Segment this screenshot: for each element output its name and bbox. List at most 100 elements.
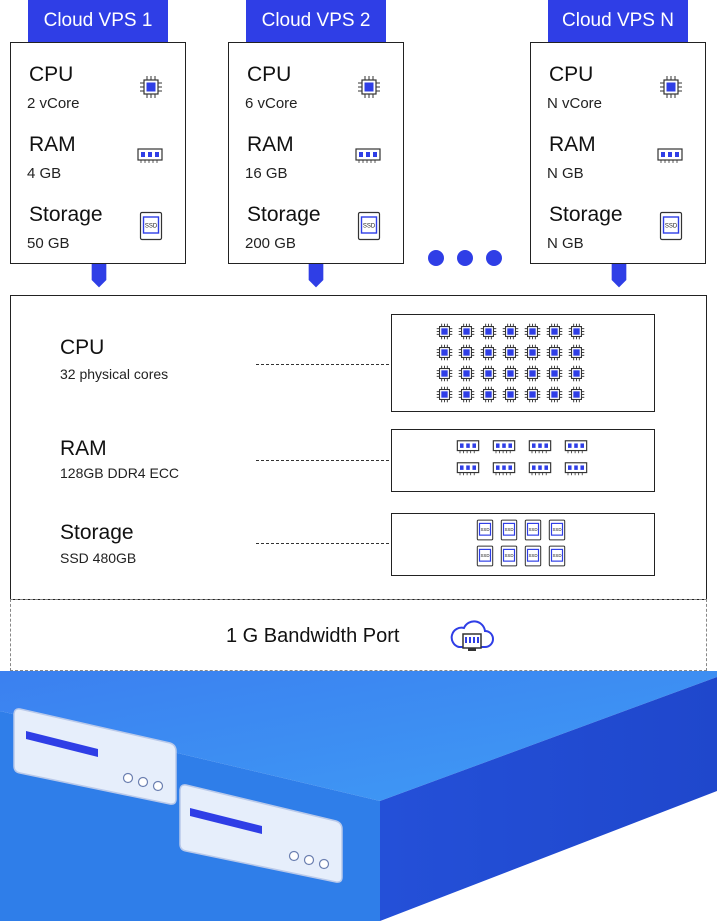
vps-2-ram-value: 16 GB (245, 165, 288, 182)
cpu-chip-icon (480, 365, 497, 382)
ram-module-icon (492, 461, 516, 477)
ssd-drive-icon: SSD (500, 519, 518, 541)
host-storage-value: SSD 480GB (60, 550, 137, 566)
host-ram-label: RAM (60, 437, 107, 460)
svg-text:SSD: SSD (528, 553, 537, 558)
bandwidth-port-section (10, 599, 707, 671)
host-cpu-label: CPU (60, 336, 105, 359)
cpu-chip-icon (480, 386, 497, 403)
server-hardware-illustration (0, 671, 717, 921)
vps-n-storage-value: N GB (547, 235, 584, 252)
more-dot (457, 250, 473, 266)
ram-dashed-connector (256, 460, 389, 461)
vps-1-cpu-value: 2 vCore (27, 95, 80, 112)
ram-module-icon (355, 148, 381, 163)
ssd-drive-icon: SSD (139, 211, 163, 241)
ssd-drive-icon: SSD (476, 545, 494, 567)
svg-text:SSD: SSD (504, 527, 513, 532)
cpu-chip-icon (358, 76, 380, 98)
ram-module-icon (492, 439, 516, 455)
svg-text:SSD: SSD (665, 224, 678, 230)
server-drive-bay (179, 784, 343, 883)
cpu-chip-icon (458, 365, 475, 382)
more-dot (428, 250, 444, 266)
vps-1-storage-value: 50 GB (27, 235, 70, 252)
cpu-chip-icon (524, 365, 541, 382)
cpu-chip-icon (458, 344, 475, 361)
vps-1-storage-label: Storage (29, 203, 103, 226)
vps-2-title: Cloud VPS 2 (246, 0, 386, 42)
cpu-chip-icon (524, 344, 541, 361)
ssd-drive-icon: SSD (500, 545, 518, 567)
cloud-network-port-icon (450, 620, 494, 651)
cpu-chip-icon (568, 323, 585, 340)
vps-n-card: CPU N vCore RAM N GB Storage N GB SSD (530, 42, 706, 264)
svg-text:SSD: SSD (528, 527, 537, 532)
svg-text:SSD: SSD (480, 553, 489, 558)
ssd-drive-icon: SSD (476, 519, 494, 541)
cpu-chip-icon (480, 344, 497, 361)
cpu-chip-icon (546, 386, 563, 403)
cpu-chip-icon (436, 386, 453, 403)
svg-text:SSD: SSD (480, 527, 489, 532)
cpu-chip-icon (502, 344, 519, 361)
cpu-chip-icon (568, 386, 585, 403)
vps-1-title: Cloud VPS 1 (28, 0, 168, 42)
ram-module-icon (657, 148, 683, 163)
vps-2-cpu-label: CPU (247, 63, 292, 86)
server-drive-bay (13, 708, 177, 805)
svg-text:SSD: SSD (145, 224, 158, 230)
vps-2-card: CPU 6 vCore RAM 16 GB Storage 200 GB SSD (228, 42, 404, 264)
ram-module-icon (456, 461, 480, 477)
storage-dashed-connector (256, 543, 389, 544)
cpu-chip-icon (524, 323, 541, 340)
ssd-drive-icon: SSD (659, 211, 683, 241)
vps-2-connector (308, 264, 324, 288)
cpu-chip-icon (568, 344, 585, 361)
ssd-drive-icon: SSD (548, 519, 566, 541)
vps-n-ram-value: N GB (547, 165, 584, 182)
ssd-drive-icon: SSD (548, 545, 566, 567)
vps-2-storage-value: 200 GB (245, 235, 296, 252)
more-dot (486, 250, 502, 266)
vps-1-card: CPU 2 vCore RAM 4 GB Storage 50 GB SSD (10, 42, 186, 264)
vps-1-connector (91, 264, 107, 288)
ram-rack (391, 429, 655, 492)
vps-n-cpu-label: CPU (549, 63, 594, 86)
cpu-chip-icon (546, 365, 563, 382)
cpu-chip-icon (458, 323, 475, 340)
svg-text:SSD: SSD (552, 527, 561, 532)
cpu-chip-icon (436, 344, 453, 361)
vps-2-storage-label: Storage (247, 203, 321, 226)
cpu-dashed-connector (256, 364, 389, 365)
cpu-chip-icon (568, 365, 585, 382)
ram-module-icon (137, 148, 163, 163)
cpu-chip-icon (140, 76, 162, 98)
cpu-chip-icon (436, 365, 453, 382)
host-cpu-value: 32 physical cores (60, 366, 169, 382)
ssd-drive-icon: SSD (524, 545, 542, 567)
vps-n-storage-label: Storage (549, 203, 623, 226)
cpu-chip-icon (524, 386, 541, 403)
cpu-chip-icon (546, 323, 563, 340)
cpu-chip-icon (502, 365, 519, 382)
bandwidth-port-label: 1 G Bandwidth Port (226, 625, 400, 647)
vps-2-ram-label: RAM (247, 133, 294, 156)
vps-n-connector (611, 264, 627, 288)
ram-module-icon (528, 439, 552, 455)
vps-n-cpu-value: N vCore (547, 95, 603, 112)
cpu-rack (391, 314, 655, 412)
vps-n-title: Cloud VPS N (548, 0, 688, 42)
cpu-chip-icon (480, 323, 497, 340)
vps-1-cpu-label: CPU (29, 63, 74, 86)
host-storage-label: Storage (60, 521, 134, 544)
cpu-chip-icon (436, 323, 453, 340)
vps-1-ram-label: RAM (29, 133, 76, 156)
svg-text:SSD: SSD (504, 553, 513, 558)
ram-module-icon (528, 461, 552, 477)
ram-module-icon (564, 439, 588, 455)
cpu-chip-icon (502, 323, 519, 340)
cpu-chip-icon (458, 386, 475, 403)
ssd-drive-icon: SSD (357, 211, 381, 241)
ssd-drive-icon: SSD (524, 519, 542, 541)
